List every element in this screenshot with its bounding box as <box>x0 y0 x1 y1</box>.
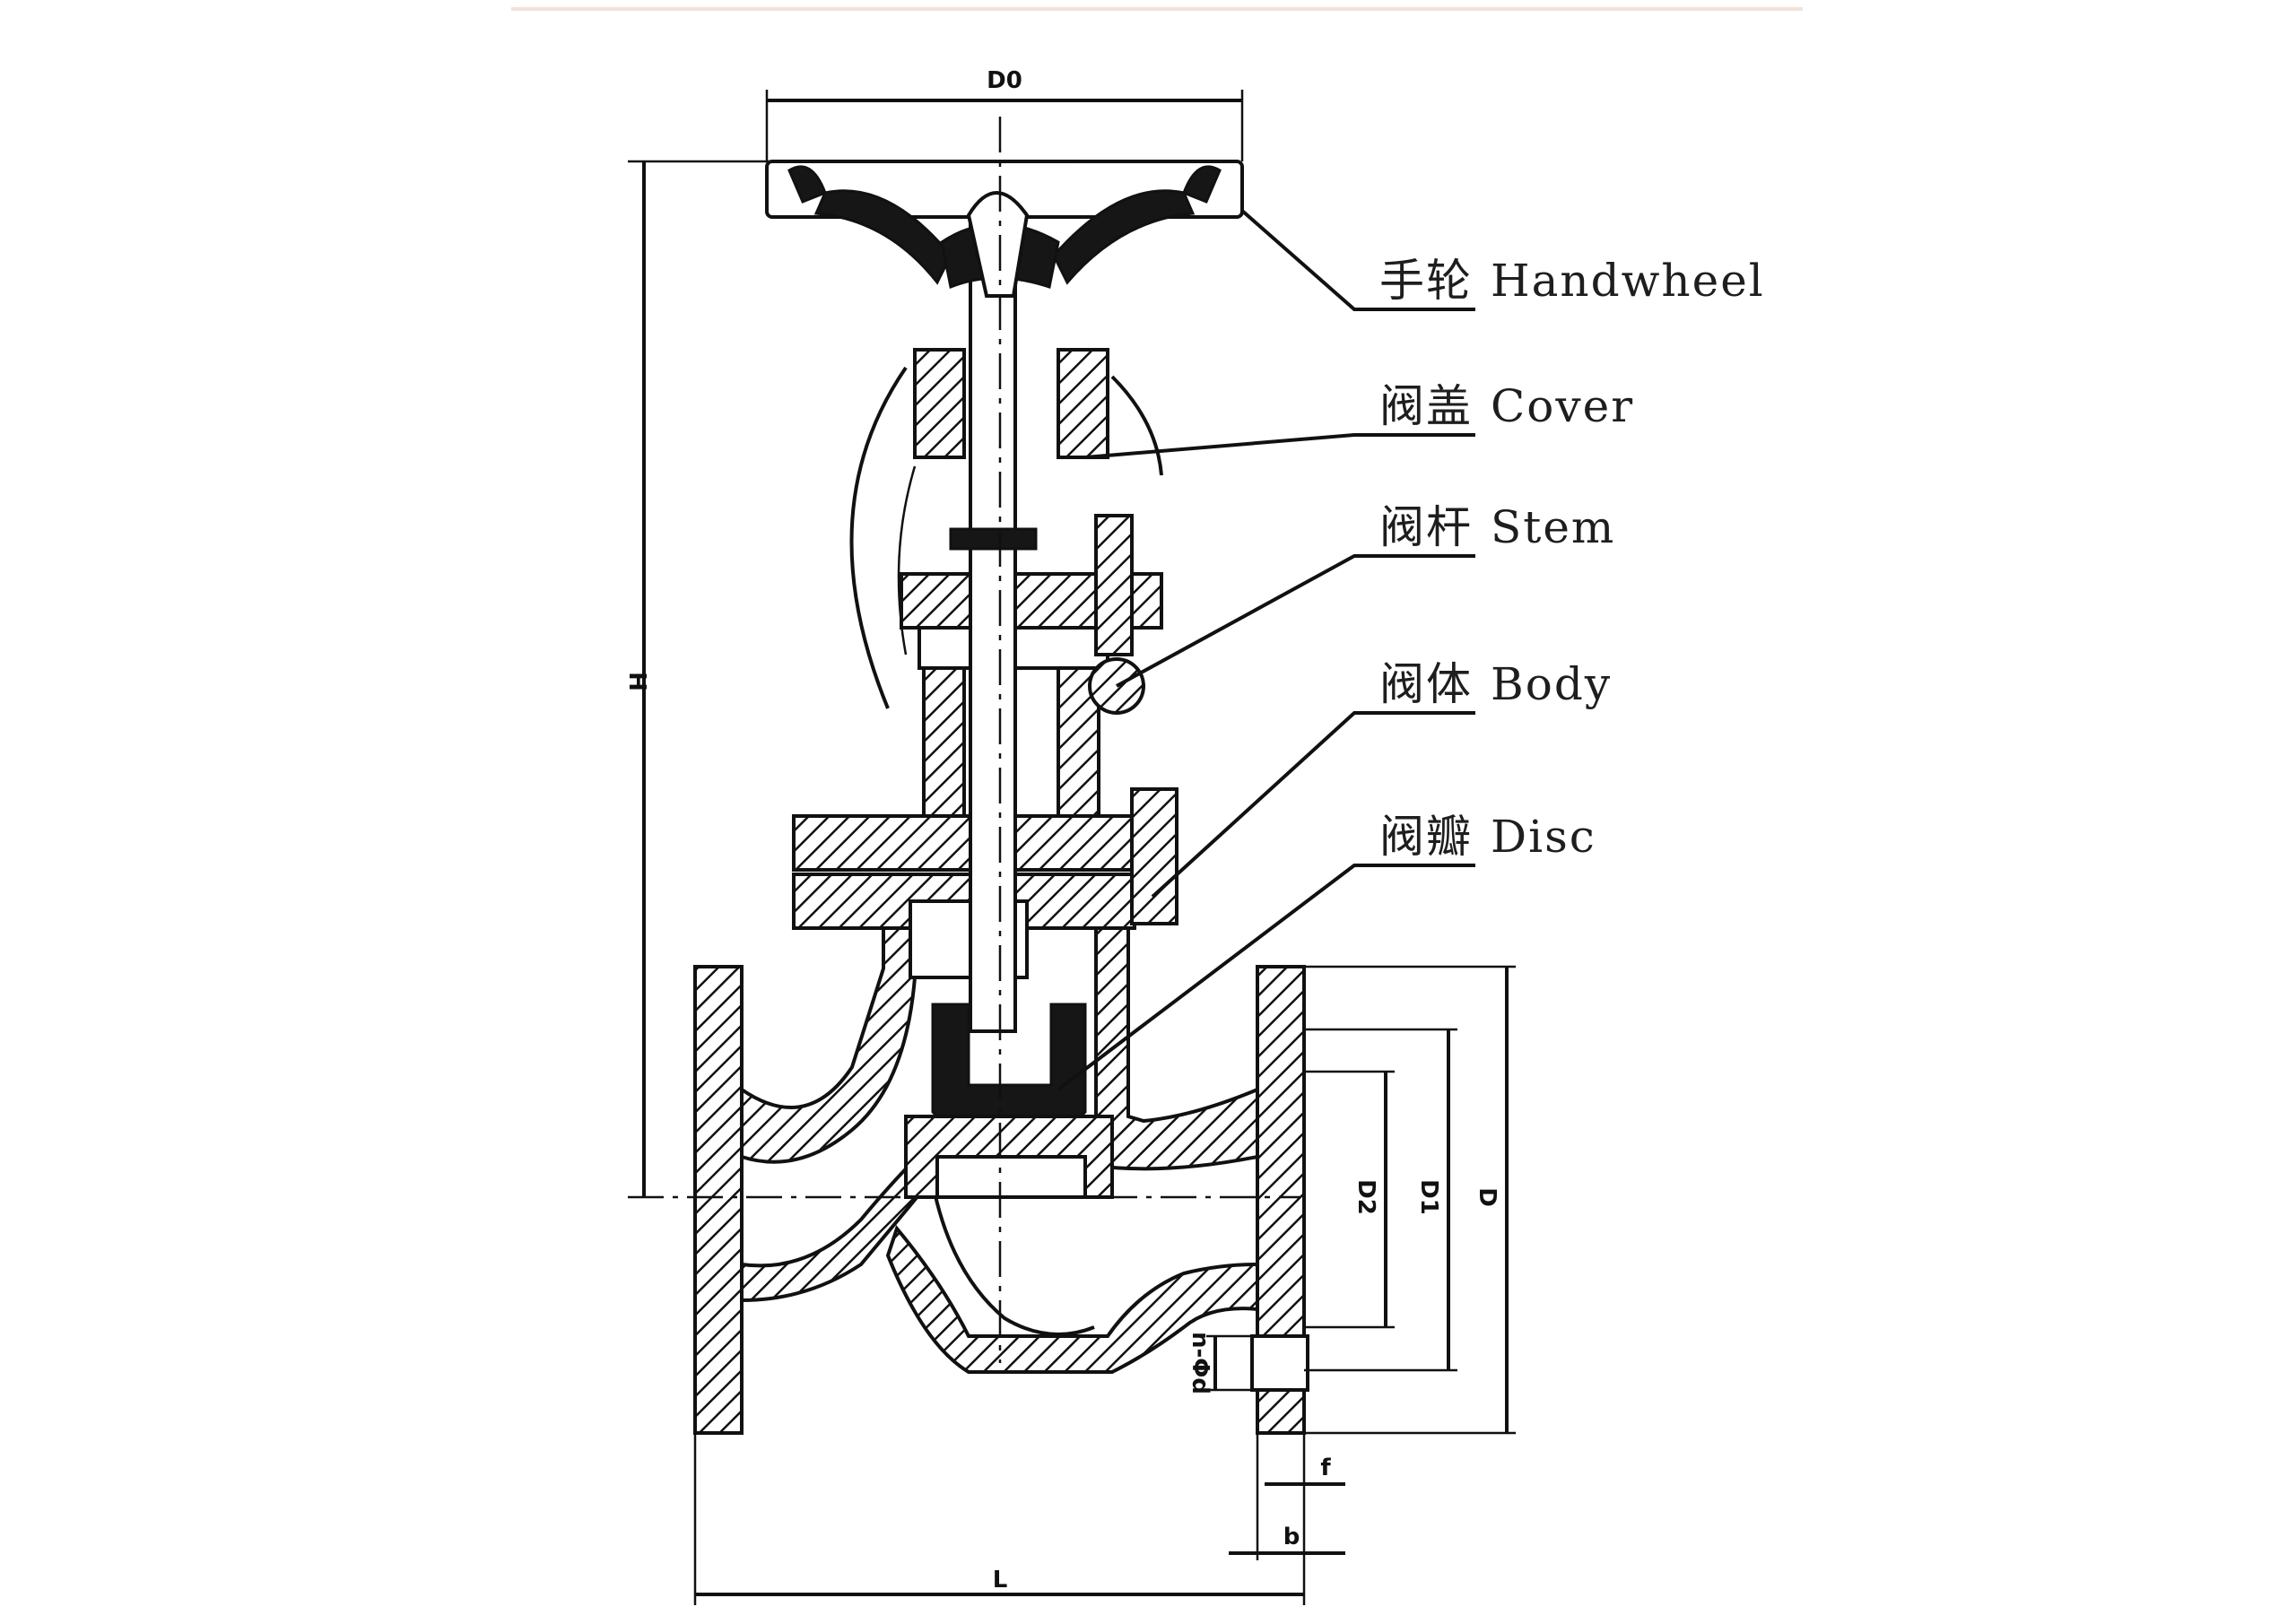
dim-d0: D0 <box>987 67 1022 94</box>
dim-f: f <box>1320 1455 1331 1481</box>
dim-d2: D2 <box>1352 1179 1379 1215</box>
dim-h: H <box>623 672 650 691</box>
disc <box>904 1003 1114 1199</box>
dim-d1: D1 <box>1415 1179 1442 1215</box>
handwheel <box>765 160 1244 298</box>
leader-lines <box>1057 209 1475 1091</box>
dim-l: L <box>993 1567 1008 1594</box>
dim-n-phi-d: n-Φd <box>1187 1332 1213 1394</box>
dim-d: D <box>1474 1187 1500 1207</box>
valve-body <box>693 895 1309 1435</box>
cover <box>792 348 1163 979</box>
dim-b: b <box>1283 1524 1300 1550</box>
dimensions <box>628 90 1516 1605</box>
